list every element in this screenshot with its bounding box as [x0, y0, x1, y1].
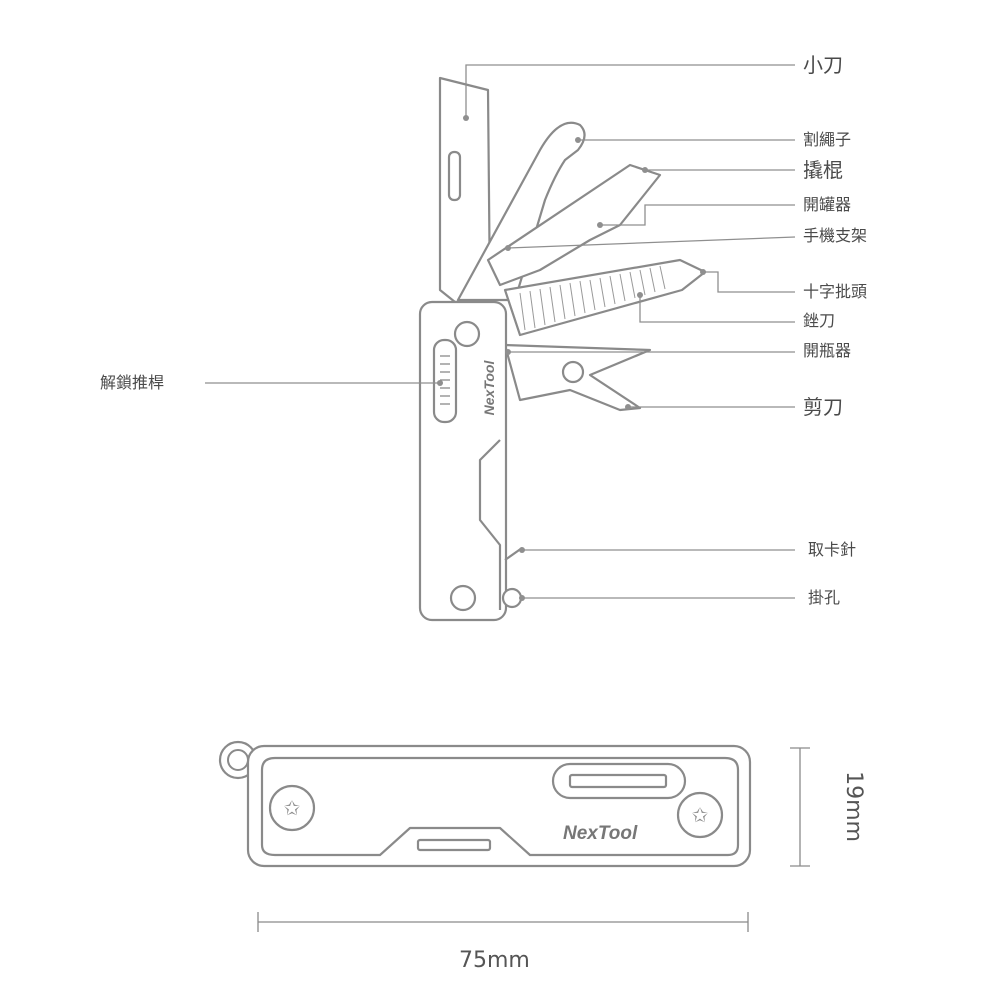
label-phone-stand: 手機支架: [803, 226, 868, 245]
leader-lines: [205, 64, 796, 601]
height-dimension: 19mm: [840, 771, 866, 842]
label-scissors: 剪刀: [803, 395, 843, 419]
label-knife: 小刀: [803, 53, 843, 77]
screw-bottom: [449, 584, 477, 612]
label-phillips-bit: 十字批頭: [803, 282, 868, 301]
label-unlock-slider: 解鎖推桿: [100, 373, 165, 392]
label-rope-cutter: 割繩子: [803, 130, 852, 149]
label-pry-bar: 撬棍: [803, 158, 843, 182]
label-sim-pin: 取卡針: [808, 540, 857, 559]
brand-logo-handle: NexTool: [481, 360, 497, 416]
svg-text:✩: ✩: [692, 803, 709, 827]
brand-logo-side: NexTool: [563, 823, 638, 844]
length-dimension: 75mm: [459, 948, 530, 973]
label-file: 銼刀: [803, 311, 836, 330]
lanyard-ring: [501, 587, 523, 609]
file-tool: [503, 258, 707, 337]
svg-text:✩: ✩: [284, 796, 301, 820]
label-bottle-opener: 開瓶器: [803, 341, 852, 360]
label-lanyard-hole: 掛孔: [808, 588, 841, 607]
dimension-lines: [257, 747, 810, 932]
screw-top: [453, 320, 481, 348]
closed-side-view: ✩ ✩: [218, 740, 752, 868]
unlock-slider[interactable]: [432, 338, 458, 424]
label-can-opener: 開罐器: [803, 195, 852, 214]
